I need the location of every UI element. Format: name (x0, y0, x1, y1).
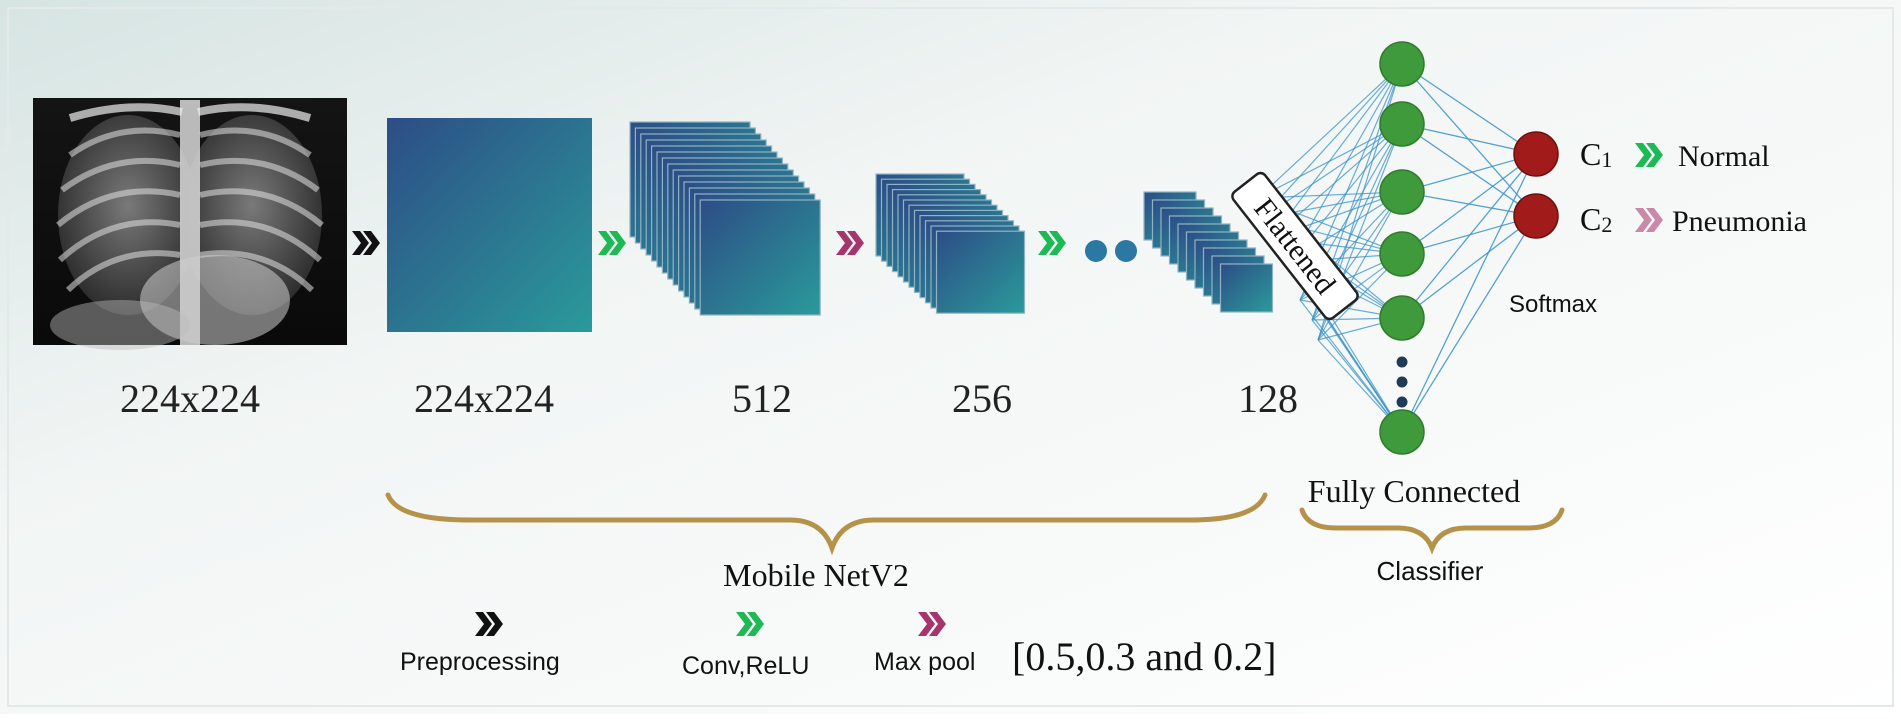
output-arrow-2 (1635, 208, 1663, 232)
legend: Preprocessing Conv,ReLU Max pool [0.5,0.… (400, 612, 1276, 680)
connection-in-36 (1311, 319, 1403, 433)
fc-ellipsis-dot-1 (1396, 356, 1408, 368)
output-class-1-name: Normal (1678, 140, 1770, 173)
feature-map-128-10 (1219, 263, 1274, 313)
fc-ellipsis-dot-3 (1396, 396, 1408, 408)
fc-neuron-3 (1379, 169, 1425, 215)
preprocessing-arrow (352, 231, 380, 255)
preprocessed-block (387, 118, 592, 332)
legend-max-pool-label: Max pool (874, 648, 975, 676)
feature-stack-128 (1143, 191, 1274, 313)
feature-map-256-12 (935, 230, 1026, 314)
legend-conv-relu-label: Conv,ReLU (682, 652, 809, 680)
fully-connected-label: Fully Connected (1308, 473, 1520, 509)
output-class-2-name: Pneumonia (1672, 205, 1807, 238)
feature-map-512-14 (699, 199, 821, 316)
connection-in-1 (1257, 63, 1403, 199)
connection-out-49 (1401, 153, 1537, 255)
frame-border (7, 7, 1894, 707)
connection-out-54 (1401, 215, 1537, 433)
softmax-label: Softmax (1509, 291, 1597, 318)
output-row-1: C1 Normal (1580, 136, 1770, 173)
output-row-2: C2 Pneumonia (1580, 201, 1807, 238)
fc-neuron-1 (1379, 41, 1425, 87)
fc-neuron-4 (1379, 231, 1425, 277)
max-pool-arrow-1 (836, 231, 864, 255)
dropout-values: [0.5,0.3 and 0.2] (1012, 634, 1276, 679)
legend-preprocessing-label: Preprocessing (400, 648, 560, 676)
conv-relu-arrow-1 (598, 231, 626, 255)
pool-feature-stack-256 (875, 173, 1026, 314)
input-xray-image (33, 98, 347, 350)
fc-neurons (1379, 41, 1425, 455)
backbone-brace (385, 492, 1268, 556)
connection-in-7 (1261, 63, 1403, 219)
layer-label-128: 128 (1238, 376, 1298, 421)
continuation-dot-2 (1115, 240, 1137, 262)
layer-label-256: 256 (952, 376, 1012, 421)
classifier-label: Classifier (1377, 556, 1484, 586)
fc-neuron-5 (1379, 295, 1425, 341)
legend-conv-relu-arrow (736, 612, 764, 636)
input-size-label: 224x224 (120, 376, 260, 421)
connection-out-43 (1401, 63, 1537, 155)
fc-neuron-6 (1379, 409, 1425, 455)
output-neurons (1513, 131, 1559, 239)
legend-max-pool-arrow (918, 612, 946, 636)
conv-relu-arrow-2 (1038, 231, 1066, 255)
connection-out-44 (1401, 63, 1537, 217)
output-neuron-2 (1513, 193, 1559, 239)
output-arrow-1 (1635, 143, 1663, 167)
legend-preprocessing-arrow (475, 612, 503, 636)
continuation-dot-1 (1085, 240, 1107, 262)
backbone-label: Mobile NetV2 (723, 557, 909, 593)
connection-in-13 (1271, 63, 1403, 239)
classifier-brace (1299, 507, 1565, 555)
conv-feature-stack-512 (629, 121, 821, 316)
output-class-1-symbol: C1 (1580, 136, 1612, 172)
output-neuron-1 (1513, 131, 1559, 177)
connection-out-51 (1401, 153, 1537, 319)
fc-neuron-2 (1379, 101, 1425, 147)
connection-out-53 (1401, 153, 1537, 433)
fc-ellipsis-dot-2 (1396, 376, 1408, 388)
output-class-2-symbol: C2 (1580, 201, 1612, 237)
layer-label-512: 512 (732, 376, 792, 421)
connection-out-45 (1401, 123, 1537, 155)
layer-label-preproc: 224x224 (414, 376, 554, 421)
connection-out-52 (1401, 215, 1537, 319)
connection-out-47 (1401, 153, 1537, 193)
